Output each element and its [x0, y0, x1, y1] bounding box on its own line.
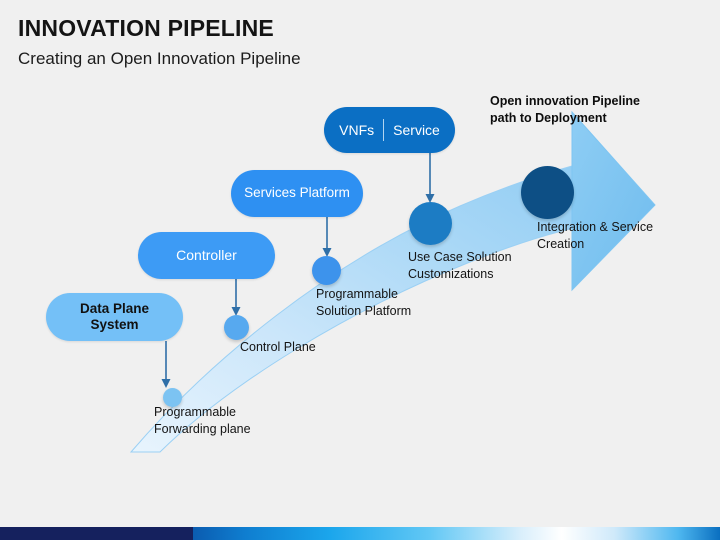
node-programmable-solution-platform[interactable] [312, 256, 341, 285]
pill-services-platform[interactable]: Services Platform [231, 170, 363, 217]
connectors [165, 153, 431, 380]
node-integration-service-creation[interactable] [521, 166, 574, 219]
label-programmable-forwarding-plane: Programmable Forwarding plane [154, 405, 251, 437]
node-control-plane[interactable] [224, 315, 249, 340]
node-programmable-forwarding-plane[interactable] [163, 388, 182, 407]
label-use-case-solution-customizations: Use Case Solution Customizations [408, 250, 512, 282]
footer-gradient-segment [193, 527, 720, 540]
pill-vnfs-service[interactable]: VNFs Service [324, 107, 455, 153]
pill-data-plane-system-label: Data Plane System [79, 300, 150, 332]
page-title: INNOVATION PIPELINE [18, 15, 274, 41]
label-programmable-solution-platform: Programmable Solution Platform [316, 287, 412, 319]
page-subtitle: Creating an Open Innovation Pipeline [18, 49, 301, 68]
pill-controller[interactable]: Controller [138, 232, 275, 279]
label-control-plane: Control Plane [240, 340, 316, 354]
label-integration-service-creation: Integration & Service Creation [537, 220, 654, 252]
footer-bar [0, 527, 720, 540]
connector-arrowheads [161, 194, 435, 388]
pill-vnfs-label: VNFs [339, 121, 375, 138]
pill-services-platform-label: Services Platform [244, 185, 350, 201]
vertical-divider-icon [383, 119, 385, 141]
footer-navy-segment [0, 527, 193, 540]
pill-service-label: Service [393, 121, 440, 138]
arrow-head [571, 110, 656, 292]
callout-open-innovation-pipeline: Open innovation Pipeline path to Deploym… [490, 94, 641, 125]
node-use-case-solution-customizations[interactable] [409, 202, 452, 245]
pill-data-plane-system[interactable]: Data Plane System [46, 293, 183, 341]
pill-controller-label: Controller [176, 247, 237, 264]
